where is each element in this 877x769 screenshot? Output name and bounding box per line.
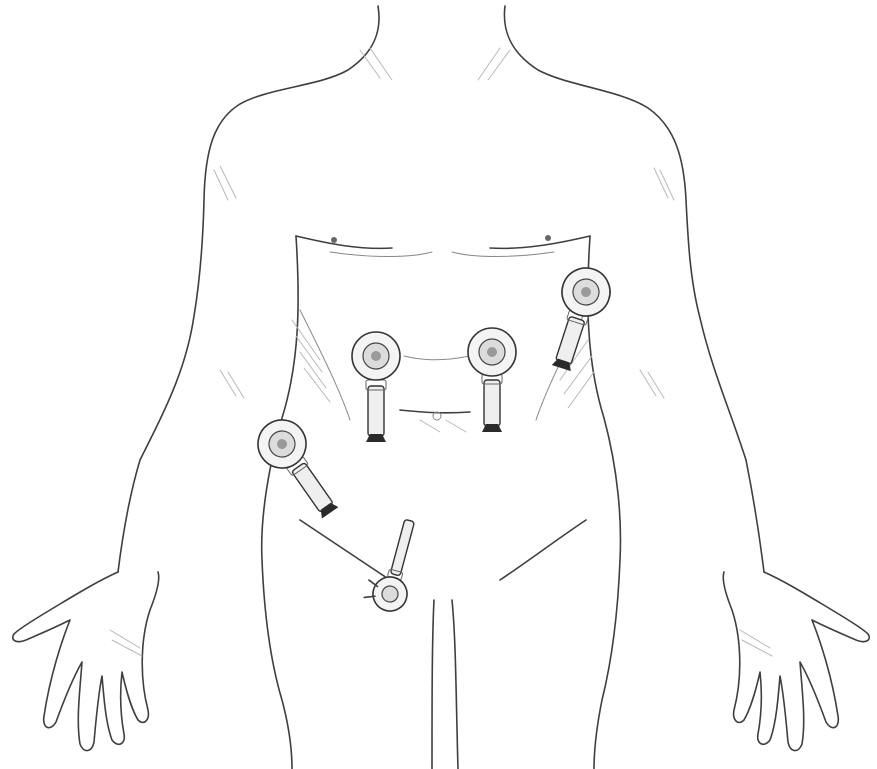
trocar-port-icon [362,514,426,614]
torso-outline [118,6,764,769]
trocar-port-icon [352,332,400,442]
trocar-port-icon [468,328,516,432]
hand-right [723,572,869,751]
trocar-port-icon [538,262,616,376]
shading-hatches [110,48,772,656]
hand-left [13,572,159,751]
